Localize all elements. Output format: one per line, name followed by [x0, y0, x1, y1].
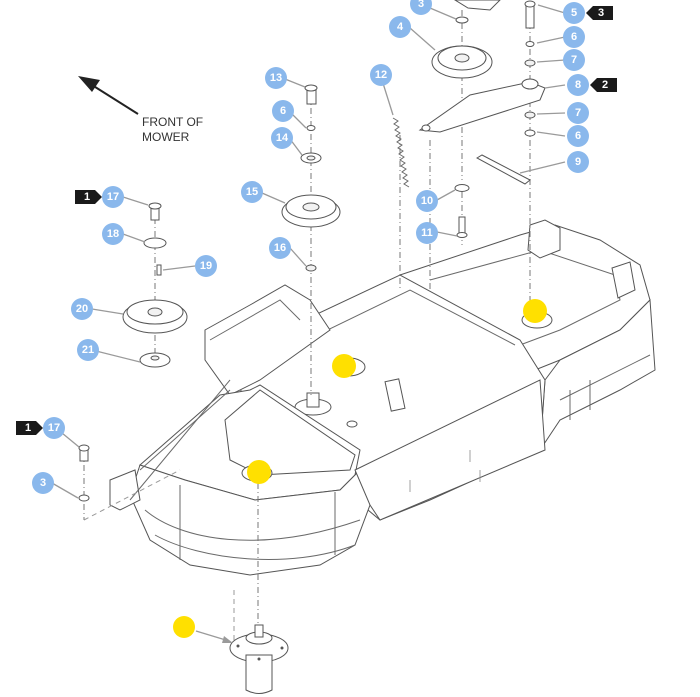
deck-bracket-right [611, 261, 636, 299]
idler-post [306, 392, 320, 408]
callout-19[interactable]: 19 [195, 255, 217, 277]
center-pulley-stack [281, 84, 341, 272]
callout-16[interactable]: 16 [269, 237, 291, 259]
key-bar-9 [475, 154, 531, 185]
callout-4[interactable]: 4 [389, 16, 411, 38]
callout-18[interactable]: 18 [102, 223, 124, 245]
svg-text:6: 6 [571, 31, 577, 43]
callout-6b[interactable]: 6 [567, 125, 589, 147]
svg-text:5: 5 [571, 7, 577, 19]
svg-text:6: 6 [280, 105, 286, 117]
washer-3-top [455, 16, 469, 24]
callout-10[interactable]: 10 [416, 190, 438, 212]
svg-text:20: 20 [76, 303, 88, 315]
callout-17a[interactable]: 17 [102, 186, 124, 208]
qty-tag-part-5: 3 [586, 6, 613, 20]
bushing-7-bottom [524, 111, 536, 119]
svg-text:3: 3 [40, 477, 46, 489]
svg-text:18: 18 [107, 228, 119, 240]
callout-7a[interactable]: 7 [563, 49, 585, 71]
lower-left-hardware [78, 444, 90, 502]
mower-deck [109, 219, 656, 576]
deck-left-inner-bowl [224, 389, 356, 476]
svg-text:16: 16 [274, 242, 286, 254]
key-19 [156, 264, 162, 276]
idler-arm-assembly [392, 0, 546, 238]
assembly-axes [83, 10, 531, 640]
svg-text:1: 1 [84, 191, 90, 203]
svg-text:7: 7 [575, 107, 581, 119]
washer-6-top [525, 41, 535, 47]
bracket-top-partial [454, 0, 501, 11]
spindle-housing [245, 654, 273, 694]
callout-3a[interactable]: 3 [410, 0, 432, 15]
svg-text:11: 11 [421, 227, 433, 239]
washer-6-center [306, 125, 316, 131]
front-note-line1: FRONT OF [142, 115, 203, 129]
washer-3-lower [78, 494, 90, 502]
svg-text:15: 15 [246, 186, 258, 198]
svg-text:2: 2 [602, 79, 608, 91]
callout-21[interactable]: 21 [77, 339, 99, 361]
highlight-marker-right[interactable] [523, 299, 547, 323]
deck-belt-cover [204, 284, 331, 396]
washer-6-bottom [524, 129, 536, 137]
deck-side-beam [354, 379, 546, 521]
svg-text:12: 12 [375, 69, 387, 81]
callout-3b[interactable]: 3 [32, 472, 54, 494]
svg-text:1: 1 [25, 422, 31, 434]
spindle-assembly [229, 624, 289, 694]
idler-arm-8 [418, 81, 546, 133]
callout-14[interactable]: 14 [271, 127, 293, 149]
svg-text:6: 6 [575, 130, 581, 142]
svg-text:8: 8 [575, 79, 581, 91]
qty-tag-part-8: 2 [590, 78, 617, 92]
left-pulley-stack [122, 202, 188, 368]
washer-10 [454, 184, 470, 192]
arrow-up-left-icon [78, 76, 100, 92]
front-of-mower-indicator: FRONT OF MOWER [78, 76, 203, 144]
svg-text:10: 10 [421, 195, 433, 207]
callout-7b[interactable]: 7 [567, 102, 589, 124]
deck-front-bracket [109, 469, 141, 511]
svg-text:13: 13 [270, 72, 282, 84]
deck-bracket-rear [527, 219, 561, 259]
highlight-marker-center[interactable] [332, 354, 356, 378]
callout-6c[interactable]: 6 [272, 100, 294, 122]
arrow-shaft [91, 84, 139, 115]
highlight-markers [173, 299, 547, 643]
deck-slot-plate [384, 378, 406, 412]
bolt-5 [525, 3, 535, 29]
callout-11[interactable]: 11 [416, 222, 438, 244]
nut-16 [305, 264, 317, 272]
callout-17b[interactable]: 17 [43, 417, 65, 439]
washer-18 [143, 237, 167, 249]
qty-tag-part-17-upper: 1 [75, 190, 102, 204]
highlight-marker-spindle[interactable] [173, 616, 195, 638]
bushing-7-top [524, 59, 536, 67]
callout-6a[interactable]: 6 [563, 26, 585, 48]
callout-5[interactable]: 5 [563, 2, 585, 24]
highlight-marker-left[interactable] [247, 460, 271, 484]
svg-text:7: 7 [571, 54, 577, 66]
svg-text:14: 14 [276, 132, 289, 144]
front-note-line2: MOWER [142, 130, 190, 144]
svg-text:3: 3 [598, 7, 604, 19]
callout-20[interactable]: 20 [71, 298, 93, 320]
callout-13[interactable]: 13 [265, 67, 287, 89]
spring-12 [392, 117, 410, 188]
svg-text:17: 17 [107, 191, 119, 203]
callout-9[interactable]: 9 [567, 151, 589, 173]
callout-12[interactable]: 12 [370, 64, 392, 86]
svg-text:17: 17 [48, 422, 60, 434]
callout-8[interactable]: 8 [567, 74, 589, 96]
pin-11 [458, 216, 466, 234]
callout-15[interactable]: 15 [241, 181, 263, 203]
svg-text:19: 19 [200, 260, 212, 272]
svg-text:3: 3 [418, 0, 424, 10]
qty-tag-part-17-lower: 1 [16, 421, 43, 435]
svg-text:4: 4 [397, 21, 404, 33]
svg-text:21: 21 [82, 344, 94, 356]
svg-text:9: 9 [575, 156, 581, 168]
